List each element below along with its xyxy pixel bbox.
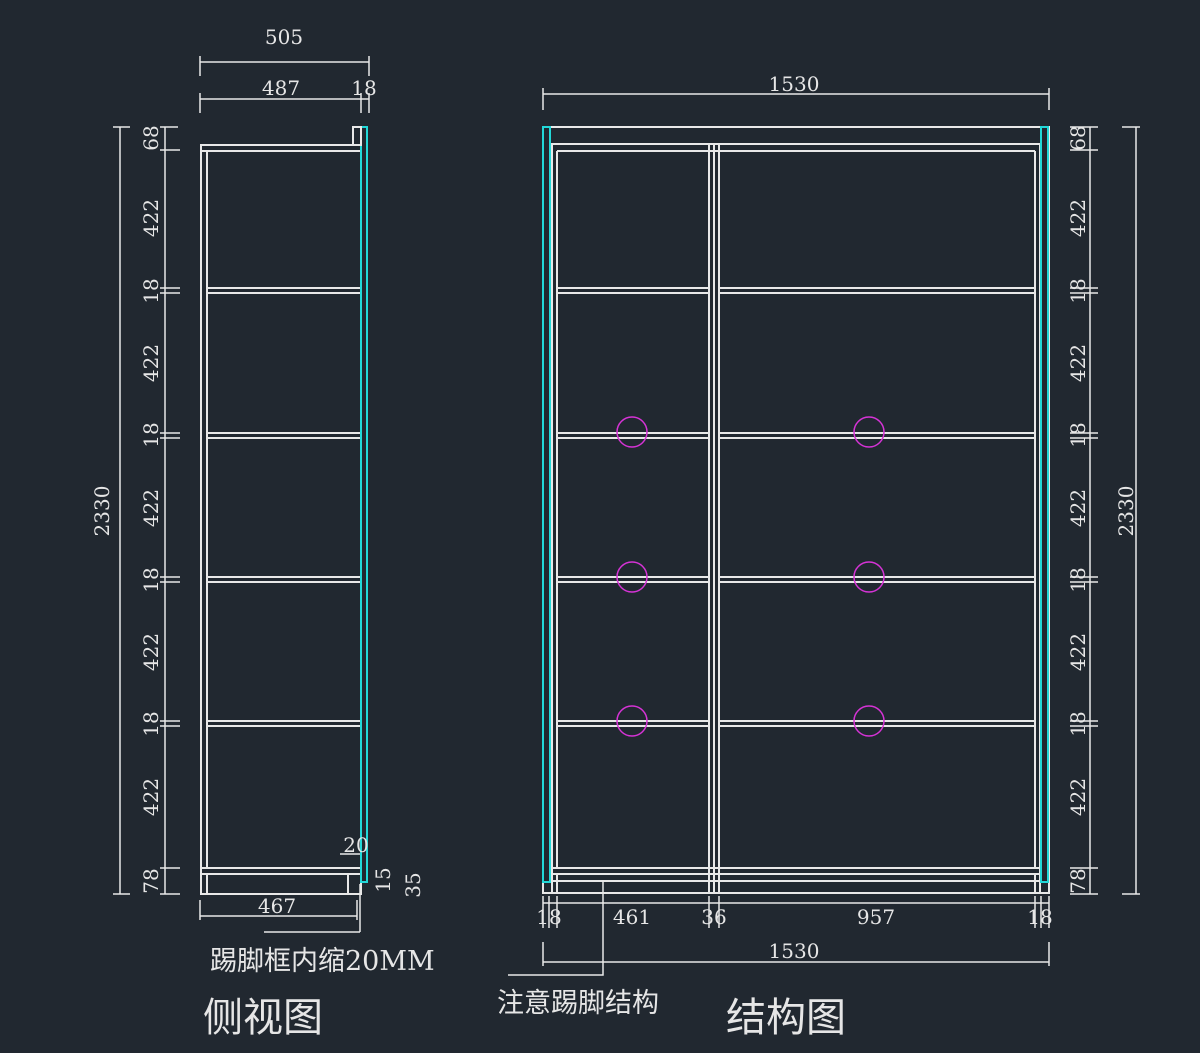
struct-seg-label: 68 xyxy=(1066,125,1090,150)
struct-seg-label: 18 xyxy=(1066,711,1090,736)
structure-shelf xyxy=(718,720,1036,727)
struct-seg-label: 422 xyxy=(1066,778,1090,816)
hinge-circle xyxy=(853,705,885,737)
structure-right-shelves xyxy=(718,287,1036,727)
struct-seg-label: 18 xyxy=(1066,422,1090,447)
struct-seg-label: 18 xyxy=(1066,567,1090,592)
hinge-circle xyxy=(616,561,648,593)
structure-shelf xyxy=(556,432,710,439)
structure-segment-labels: 68 422 18 422 18 422 18 422 18 422 78 xyxy=(1066,125,1090,893)
structure-shelf xyxy=(718,287,1036,294)
side-view-inset-label: 20 xyxy=(343,833,368,857)
structure-bottom-seg-label: 36 xyxy=(701,905,726,929)
side-view-total-height-label: 2330 xyxy=(90,486,114,537)
struct-seg-label: 422 xyxy=(1066,633,1090,671)
structure-top-dimension xyxy=(542,88,1050,110)
structure-view xyxy=(508,88,1140,976)
hinge-circle xyxy=(853,416,885,448)
structure-bottom-seg-label: 18 xyxy=(536,905,561,929)
side-view-bottom-dimension xyxy=(199,853,361,933)
structure-hinges xyxy=(616,416,885,737)
side-seg-label: 18 xyxy=(139,422,163,447)
side-view-overall-depth-label: 505 xyxy=(265,25,303,49)
side-seg-label: 422 xyxy=(139,633,163,671)
structure-left-door-panel xyxy=(542,126,551,883)
side-view-bottom-depth-label: 467 xyxy=(258,894,296,918)
side-view-door-panel xyxy=(360,126,368,883)
structure-shelf xyxy=(556,720,710,727)
side-view-door-thickness-label: 18 xyxy=(351,76,376,100)
side-seg-label: 18 xyxy=(139,278,163,303)
side-view-small-dim-a: 15 xyxy=(371,867,395,892)
struct-seg-label: 18 xyxy=(1066,278,1090,303)
hinge-circle xyxy=(853,561,885,593)
side-view-top-cap xyxy=(352,126,362,146)
structure-shelf xyxy=(718,576,1036,583)
structure-view-caption: 结构图 xyxy=(726,995,846,1041)
structure-left-shelves xyxy=(556,287,710,727)
side-view-caption: 侧视图 xyxy=(203,995,323,1041)
hinge-circle xyxy=(616,416,648,448)
side-view-top-dimensions xyxy=(199,56,370,113)
side-view xyxy=(113,56,370,933)
structure-shelf xyxy=(718,432,1036,439)
side-view-small-dim-b: 35 xyxy=(401,872,425,897)
structure-bottom-seg-label: 461 xyxy=(613,905,651,929)
structure-shelf xyxy=(556,576,710,583)
structure-view-labels: 1530 18 461 36 957 18 1530 2330 68 422 1… xyxy=(497,72,1138,1041)
side-seg-label: 78 xyxy=(139,868,163,893)
struct-seg-label: 422 xyxy=(1066,199,1090,237)
structure-note-leader xyxy=(508,882,604,976)
structure-top-width-label: 1530 xyxy=(769,72,820,96)
side-view-kick-note: 踢脚框内缩20MM xyxy=(210,946,435,977)
side-view-segment-labels: 68 422 18 422 18 422 18 422 18 422 78 xyxy=(139,125,163,893)
structure-total-height-label: 2330 xyxy=(1114,486,1138,537)
struct-seg-label: 78 xyxy=(1066,868,1090,893)
structure-bottom-seg-label: 957 xyxy=(857,905,895,929)
side-seg-label: 68 xyxy=(139,125,163,150)
side-seg-label: 18 xyxy=(139,567,163,592)
structure-bottom-width-label: 1530 xyxy=(769,939,820,963)
side-seg-label: 422 xyxy=(139,199,163,237)
side-view-labels: 505 487 18 467 20 15 35 2330 68 422 18 4… xyxy=(90,25,435,1041)
struct-seg-label: 422 xyxy=(1066,344,1090,382)
structure-bottom-dimensions xyxy=(542,896,1050,966)
structure-right-dimension xyxy=(1070,126,1140,895)
side-seg-label: 422 xyxy=(139,489,163,527)
structure-right-door-panel xyxy=(1040,126,1049,883)
structure-bottom-seg-label: 18 xyxy=(1027,905,1052,929)
struct-seg-label: 422 xyxy=(1066,489,1090,527)
side-seg-label: 422 xyxy=(139,778,163,816)
side-seg-label: 422 xyxy=(139,344,163,382)
side-view-left-dimension xyxy=(113,126,180,895)
structure-kick-note: 注意踢脚结构 xyxy=(497,988,659,1019)
side-view-body-depth-label: 487 xyxy=(262,76,300,100)
structure-shelf xyxy=(556,287,710,294)
hinge-circle xyxy=(616,705,648,737)
side-seg-label: 18 xyxy=(139,711,163,736)
